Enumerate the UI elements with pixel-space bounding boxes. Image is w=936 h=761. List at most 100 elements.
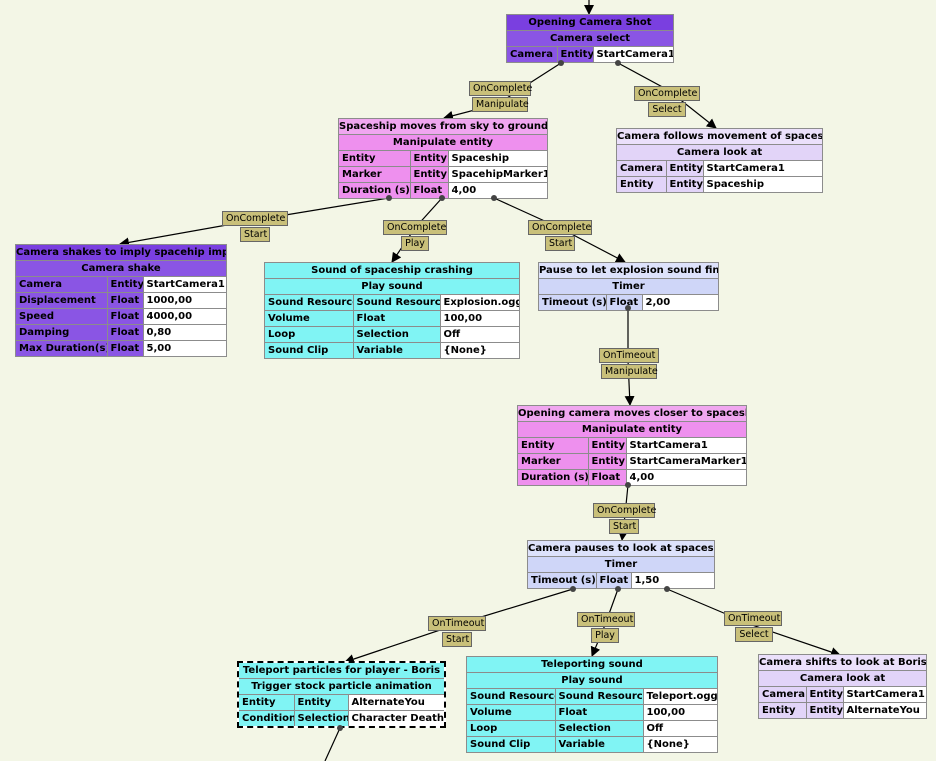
property-value[interactable]: Off [643, 720, 717, 737]
node-pause-explosion[interactable]: Pause to let explosion sound finish Time… [538, 262, 719, 311]
output-port[interactable] [439, 195, 445, 201]
property-value[interactable]: {None} [643, 736, 717, 752]
output-port[interactable] [615, 60, 621, 66]
output-port[interactable] [491, 195, 497, 201]
event-trigger-label[interactable]: OnTimeout [724, 611, 782, 626]
property-value[interactable]: Teleport.ogg [643, 689, 717, 705]
output-port[interactable] [386, 195, 392, 201]
property-value[interactable]: 5,00 [143, 340, 226, 356]
node-teleport-sound[interactable]: Teleporting sound Play sound Sound Resou… [466, 656, 718, 753]
property-value[interactable]: {None} [440, 342, 519, 358]
property-value[interactable]: Off [440, 326, 519, 343]
output-port[interactable] [337, 725, 343, 731]
event-action-label[interactable]: Select [735, 627, 773, 642]
property-value[interactable]: SpacehipMarker1 [448, 166, 547, 183]
node-camera-moves-closer[interactable]: Opening camera moves closer to spaceship… [517, 405, 747, 486]
property-value[interactable]: Character Death [348, 710, 444, 726]
node-teleport-particles[interactable]: Teleport particles for player - Boris Tr… [237, 661, 446, 728]
property-value[interactable]: 0,80 [143, 324, 226, 341]
event-action-label[interactable]: Play [401, 236, 429, 251]
property-value[interactable]: 2,00 [642, 295, 718, 310]
event-action-label[interactable]: Start [609, 519, 639, 534]
event-trigger-label[interactable]: OnComplete [634, 86, 700, 101]
event-trigger-label[interactable]: OnComplete [528, 220, 592, 235]
property-type: Entity [107, 277, 144, 293]
property-value[interactable]: StartCamera1 [626, 438, 746, 454]
event-action-label[interactable]: Start [545, 236, 575, 251]
output-port[interactable] [558, 60, 564, 66]
node-camera-pauses[interactable]: Camera pauses to look at spaceship Timer… [527, 540, 715, 589]
property-value[interactable]: 100,00 [643, 704, 717, 721]
property-value[interactable]: AlternateYou [348, 695, 444, 711]
node-opening-camera-shot[interactable]: Opening Camera Shot Camera select Camera… [506, 14, 674, 63]
property-value[interactable]: 4,00 [626, 469, 746, 485]
event-trigger-label[interactable]: OnTimeout [428, 616, 486, 631]
property-value[interactable]: Spaceship [703, 176, 822, 192]
output-port[interactable] [625, 482, 631, 488]
node-camera-shifts[interactable]: Camera shifts to look at Boris Camera lo… [758, 654, 927, 719]
property-name: Sound Clip [467, 736, 556, 752]
event-action-label[interactable]: Select [648, 102, 686, 117]
event-action-label[interactable]: Manipulate [601, 364, 658, 379]
property-value[interactable]: StartCamera1 [143, 277, 226, 293]
output-port[interactable] [615, 586, 621, 592]
event-action-label[interactable]: Manipulate [472, 97, 529, 112]
node-camera-shakes[interactable]: Camera shakes to imply spacehip impact C… [15, 244, 227, 357]
node-camera-follows[interactable]: Camera follows movement of spaceship Cam… [616, 128, 823, 193]
node-spaceship-moves[interactable]: Spaceship moves from sky to ground Manip… [338, 118, 548, 199]
event-action-label[interactable]: Play [591, 628, 619, 643]
property-value[interactable]: AlternateYou [843, 702, 926, 718]
property-value[interactable]: StartCamera1 [843, 687, 926, 703]
event-action-label[interactable]: Start [442, 632, 472, 647]
property-value[interactable]: Explosion.ogg [440, 295, 519, 311]
output-port[interactable] [625, 305, 631, 311]
property-value[interactable]: StartCamera1 [703, 161, 822, 177]
event-action-label[interactable]: Start [240, 227, 270, 242]
property-value[interactable]: StartCameraMarker1 [626, 453, 746, 470]
property-value[interactable]: 4000,00 [143, 308, 226, 325]
property-value[interactable]: 1,50 [631, 573, 714, 588]
event-trigger-label[interactable]: OnComplete [593, 503, 656, 518]
property-value[interactable]: 100,00 [440, 310, 519, 327]
property-value[interactable]: 1000,00 [143, 292, 226, 309]
output-port[interactable] [570, 586, 576, 592]
event-trigger-label[interactable]: OnComplete [469, 81, 532, 96]
property-value[interactable]: 4,00 [448, 182, 547, 198]
property-value[interactable]: StartCamera1 [593, 47, 673, 62]
output-port[interactable] [664, 586, 670, 592]
event-trigger-label[interactable]: OnTimeout [599, 348, 659, 363]
property-value[interactable]: Spaceship [448, 151, 547, 167]
event-trigger-label[interactable]: OnTimeout [577, 612, 635, 627]
event-trigger-label[interactable]: OnComplete [383, 220, 447, 235]
node-sound-crash[interactable]: Sound of spaceship crashing Play sound S… [264, 262, 520, 359]
event-trigger-label[interactable]: OnComplete [222, 211, 288, 226]
